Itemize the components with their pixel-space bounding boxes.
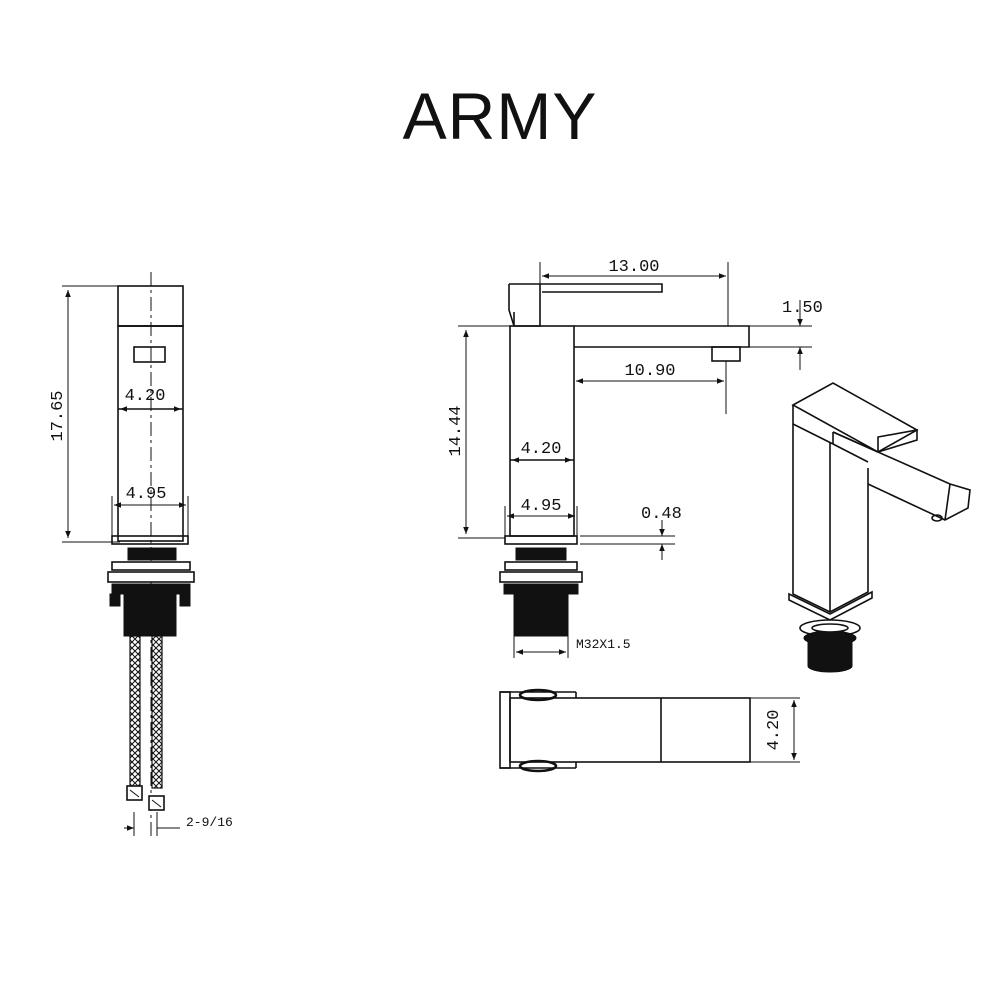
side-view: 13.00 1.50 10.90 14.44 4.20 4.95 0.48: [447, 258, 823, 658]
spout-length-label: 13.00: [608, 258, 659, 277]
spout-reach-label: 10.90: [624, 362, 675, 381]
front-height-label: 17.65: [49, 390, 68, 441]
thread-label: M32X1.5: [576, 637, 631, 652]
top-depth-label: 4.20: [765, 710, 784, 751]
front-top-width-label: 4.20: [125, 387, 166, 406]
drawing-title: ARMY: [402, 79, 598, 153]
side-height-label: 14.44: [447, 405, 466, 456]
hose-spacing-label: 2-9/16: [186, 815, 233, 830]
isometric-view: [788, 382, 971, 673]
spout-thickness-label: 1.50: [782, 299, 823, 318]
side-base-width-label: 4.95: [521, 497, 562, 516]
side-top-width-label: 4.20: [521, 440, 562, 459]
front-base-width-label: 4.95: [126, 485, 167, 504]
side-gap-label: 0.48: [641, 505, 682, 524]
top-view: 4.20: [499, 688, 800, 773]
front-view: 17.65 4.20 4.95 2-9/16: [49, 272, 233, 840]
